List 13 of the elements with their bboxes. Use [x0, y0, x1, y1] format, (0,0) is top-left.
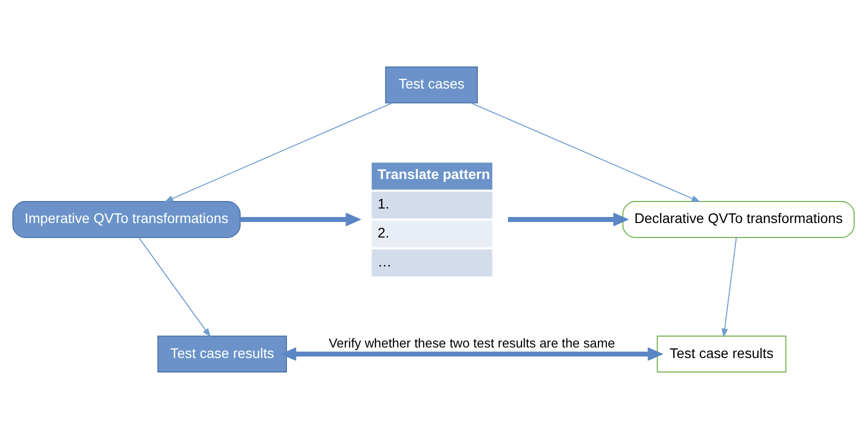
node-box: Test case results — [656, 336, 786, 373]
node-box: Test case results — [157, 336, 287, 373]
arrow — [722, 237, 737, 338]
arrow — [470, 102, 701, 202]
node-box: Imperative QVTo transformations — [12, 201, 241, 238]
arrow — [508, 212, 630, 226]
arrow — [138, 237, 211, 338]
node-box: Test cases — [385, 66, 478, 104]
arrow — [280, 347, 664, 361]
edge-label: Verify whether these two test results are the same — [328, 335, 615, 350]
arrow — [164, 102, 393, 202]
node-box: Declarative QVTo transformations — [622, 201, 855, 238]
arrow — [240, 212, 362, 226]
